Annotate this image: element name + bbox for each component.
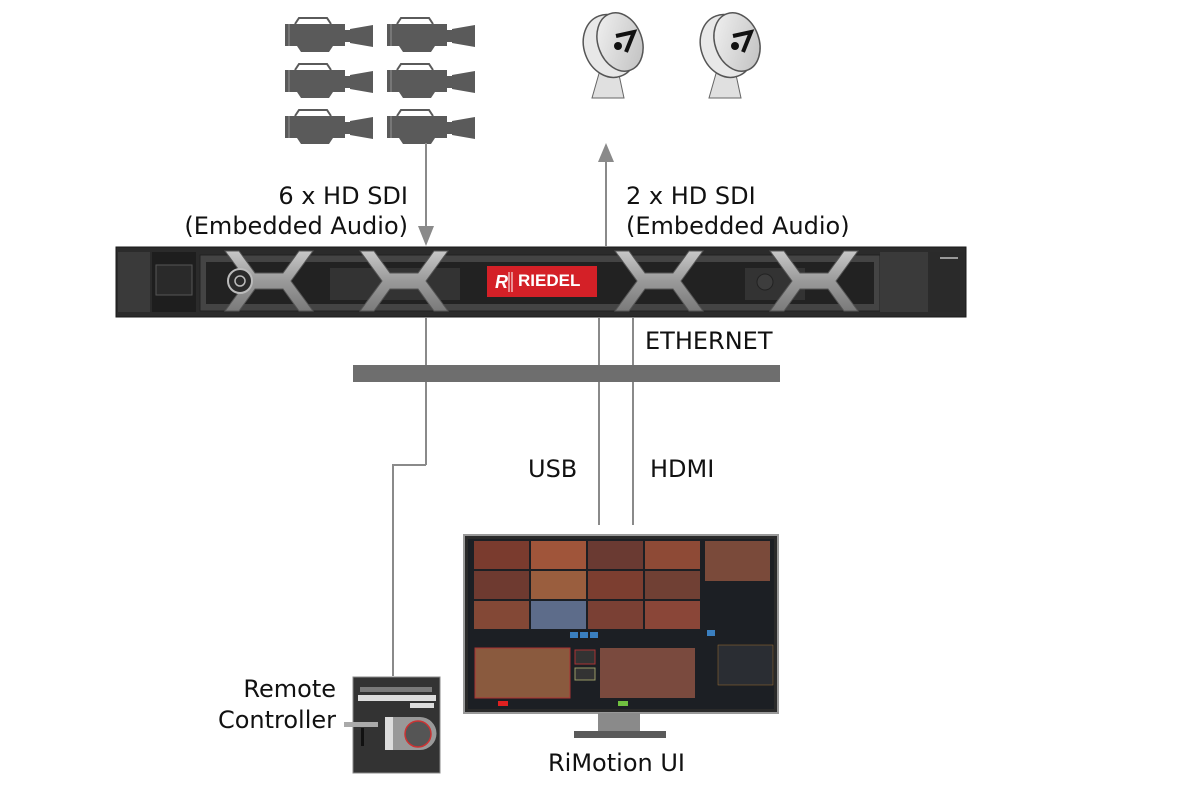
remote-label-line2: Controller <box>217 706 336 734</box>
connections <box>392 317 634 676</box>
ethernet-bus <box>353 365 780 382</box>
jog-wheel-icon <box>404 720 432 748</box>
camera-icon <box>284 109 374 145</box>
riedel-server: R <box>115 246 967 318</box>
remote-controller-device <box>344 676 441 774</box>
camera-group <box>284 17 476 145</box>
rimotion-monitor <box>463 534 779 738</box>
svg-text:R: R <box>495 272 508 292</box>
hdmi-label: HDMI <box>650 455 715 483</box>
camera-icon <box>386 17 476 53</box>
rimotion-ui-label: RiMotion UI <box>548 749 685 777</box>
usb-label: USB <box>528 455 578 483</box>
output-label-line2: (Embedded Audio) <box>626 212 850 240</box>
remote-label-line1: Remote <box>243 675 336 703</box>
video-grid <box>474 541 700 629</box>
output-label-line1: 2 x HD SDI <box>626 182 756 210</box>
camera-icon <box>386 109 476 145</box>
satellite-dish-icon <box>689 4 770 101</box>
lock-icon <box>227 268 253 294</box>
riedel-logo-badge <box>487 266 597 297</box>
camera-icon <box>284 63 374 99</box>
input-label-line2: (Embedded Audio) <box>184 212 408 240</box>
riedel-brand-text: RIEDEL <box>518 271 581 290</box>
output-arrow <box>598 143 614 246</box>
input-label-line1: 6 x HD SDI <box>278 182 408 210</box>
camera-icon <box>284 17 374 53</box>
camera-icon <box>386 63 476 99</box>
ethernet-label: ETHERNET <box>645 327 773 355</box>
input-arrow <box>418 143 434 246</box>
satellite-dish-icon <box>572 4 653 101</box>
